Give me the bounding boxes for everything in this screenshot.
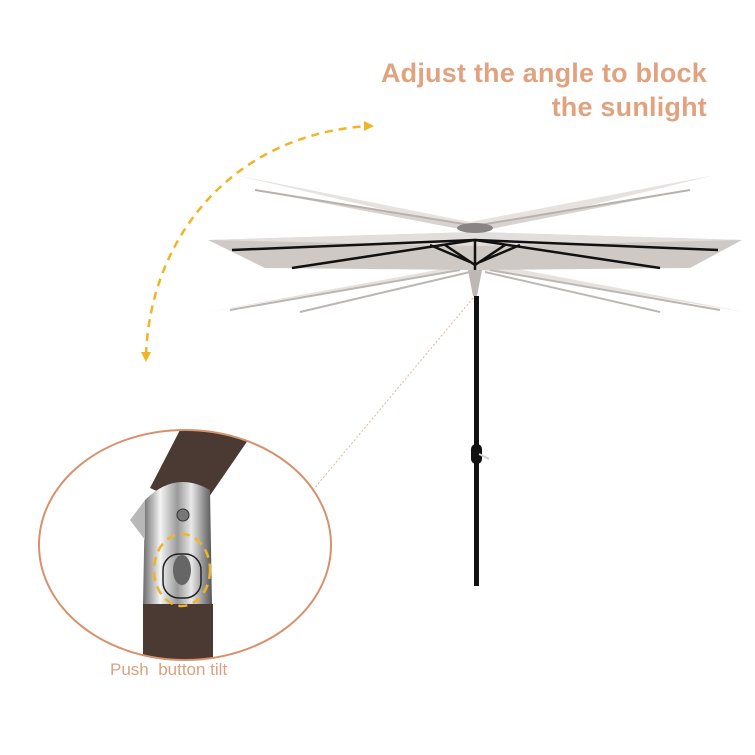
headline: Adjust the angle to block the sunlight [381, 56, 707, 124]
headline-line-1: Adjust the angle to block [380, 58, 707, 88]
canopy-upper [235, 175, 715, 232]
canopy-lower [208, 262, 745, 313]
leader-line [312, 297, 474, 491]
push-button-caption: Push button tilt [110, 660, 228, 679]
umbrella-pole [471, 296, 490, 586]
canopy-main [208, 223, 742, 296]
headline-line-2: the sunlight [551, 92, 707, 122]
push-button-highlight-icon [152, 532, 212, 608]
detail-callout [38, 429, 332, 661]
frame-ribs [231, 238, 719, 285]
curved-arrow-icon [141, 121, 374, 362]
